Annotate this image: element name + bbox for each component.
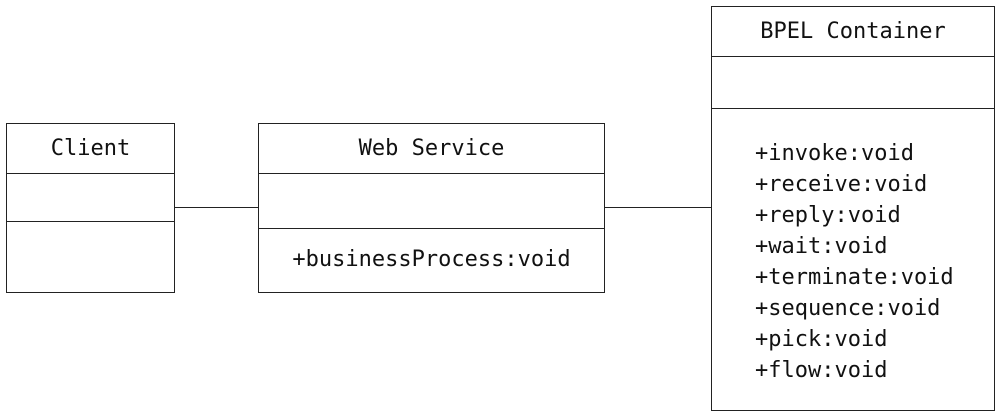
bpel-container-operation-terminate: +terminate:void bbox=[755, 265, 954, 290]
bpel-container-operation-flow: +flow:void bbox=[755, 358, 888, 383]
bpel-container-operation-invoke: +invoke:void bbox=[755, 141, 914, 166]
client-class-box: Client bbox=[6, 123, 175, 293]
bpel-container-operation-list: +invoke:void +receive:void +reply:void +… bbox=[755, 138, 954, 386]
client-web-service-association bbox=[175, 207, 259, 208]
web-service-class-name: Web Service bbox=[259, 124, 604, 174]
bpel-container-class-box: BPEL Container +invoke:void +receive:voi… bbox=[711, 6, 995, 411]
bpel-container-operation-reply: +reply:void bbox=[755, 203, 901, 228]
bpel-container-operation-wait: +wait:void bbox=[755, 234, 888, 259]
web-service-class-box: Web Service +businessProcess:void bbox=[258, 123, 605, 293]
web-service-operation-business-process: +businessProcess:void bbox=[292, 247, 571, 272]
client-attributes-compartment bbox=[7, 174, 174, 222]
bpel-container-attributes-compartment bbox=[712, 57, 994, 109]
bpel-container-operation-receive: +receive:void bbox=[755, 172, 928, 197]
bpel-container-operation-sequence: +sequence:void bbox=[755, 296, 941, 321]
web-service-operations-compartment: +businessProcess:void bbox=[259, 229, 604, 291]
bpel-container-operations-compartment: +invoke:void +receive:void +reply:void +… bbox=[712, 109, 994, 409]
bpel-container-class-name: BPEL Container bbox=[712, 7, 994, 57]
web-service-attributes-compartment bbox=[259, 174, 604, 229]
web-service-bpel-container-association bbox=[605, 207, 712, 208]
client-operations-compartment bbox=[7, 222, 174, 291]
bpel-container-operation-pick: +pick:void bbox=[755, 327, 888, 352]
client-class-name: Client bbox=[7, 124, 174, 174]
